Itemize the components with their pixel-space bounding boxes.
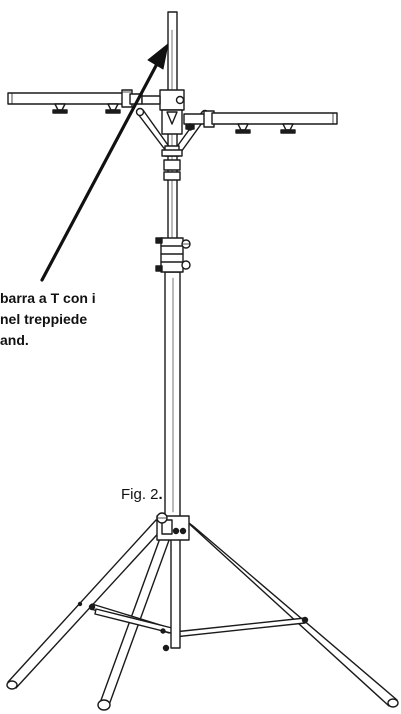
tripod-legs bbox=[6, 519, 399, 711]
callout-label: barra a T con i nel treppiede and. bbox=[0, 288, 96, 351]
pole-collars bbox=[161, 149, 183, 181]
callout-line-3: and. bbox=[0, 332, 29, 348]
t-bar bbox=[7, 89, 338, 135]
callout-line-2: nel treppiede bbox=[0, 311, 88, 327]
callout-arrow bbox=[40, 43, 169, 282]
callout-line-1: barra a T con i bbox=[0, 290, 96, 306]
leg-hub bbox=[156, 512, 190, 652]
figure-caption: Fig. 2. bbox=[121, 486, 163, 503]
height-clamp bbox=[155, 237, 191, 273]
figure-caption-text: Fig. 2 bbox=[121, 486, 159, 503]
figure-caption-period: . bbox=[158, 486, 163, 503]
